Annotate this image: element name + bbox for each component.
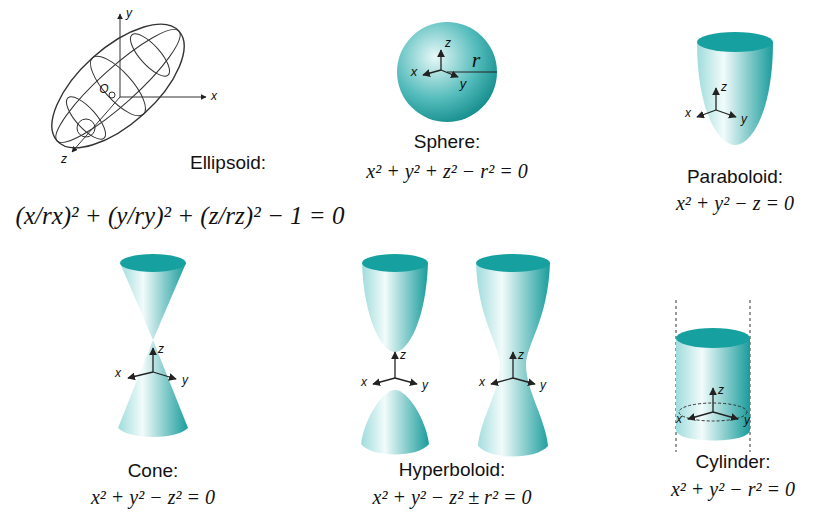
axis-label: z bbox=[158, 343, 164, 356]
cylinder-figure bbox=[676, 300, 750, 452]
shape-name: Hyperboloid: bbox=[399, 460, 506, 481]
axis-label: y bbox=[182, 374, 188, 387]
shape-name: Cone: bbox=[128, 461, 179, 482]
radius-label: r bbox=[472, 48, 481, 72]
equation: x² + y² − z = 0 bbox=[676, 192, 794, 214]
equation: x² + y² + z² − r² = 0 bbox=[366, 160, 527, 182]
axis-label: y bbox=[540, 379, 546, 392]
equation: x² + y² − z² = 0 bbox=[91, 486, 215, 508]
origin-label: O bbox=[99, 83, 108, 96]
axis-label: z bbox=[400, 349, 406, 362]
axis-label: x bbox=[361, 376, 367, 389]
axis-label: z bbox=[718, 384, 724, 397]
axis-label: x bbox=[211, 90, 217, 103]
axis-label: x bbox=[411, 65, 418, 79]
axis-label: z bbox=[518, 349, 524, 362]
axis-label: y bbox=[741, 113, 747, 126]
axis-label: z bbox=[445, 37, 451, 50]
equation: x² + y² − z² ± r² = 0 bbox=[373, 486, 532, 508]
sphere-figure bbox=[397, 22, 497, 122]
axis-label: x bbox=[115, 367, 121, 380]
axis-label: y bbox=[744, 414, 750, 427]
shape-name: Cylinder: bbox=[696, 452, 771, 473]
axis-label: y bbox=[422, 379, 428, 392]
cone-figure bbox=[118, 254, 188, 437]
axis-label: x bbox=[479, 376, 485, 389]
axis-label: y bbox=[460, 77, 467, 91]
shape-name: Sphere: bbox=[414, 132, 481, 153]
hyperboloid-two-sheets bbox=[361, 254, 429, 455]
paraboloid-figure bbox=[697, 32, 773, 145]
axis-label: x bbox=[685, 107, 691, 120]
equation: (x/rx)² + (y/ry)² + (z/rz)² − 1 = 0 bbox=[16, 202, 345, 230]
ellipsoid-sketch bbox=[32, 3, 206, 169]
axis-label: x bbox=[676, 413, 682, 426]
shape-name: Paraboloid: bbox=[687, 167, 783, 188]
axis-label: y bbox=[126, 7, 132, 20]
axis-label: z bbox=[721, 81, 727, 94]
hyperboloid-one-sheet bbox=[476, 254, 550, 457]
shape-name: Ellipsoid: bbox=[190, 153, 266, 174]
equation: x² + y² − r² = 0 bbox=[671, 478, 795, 500]
axis-label: z bbox=[61, 153, 67, 166]
